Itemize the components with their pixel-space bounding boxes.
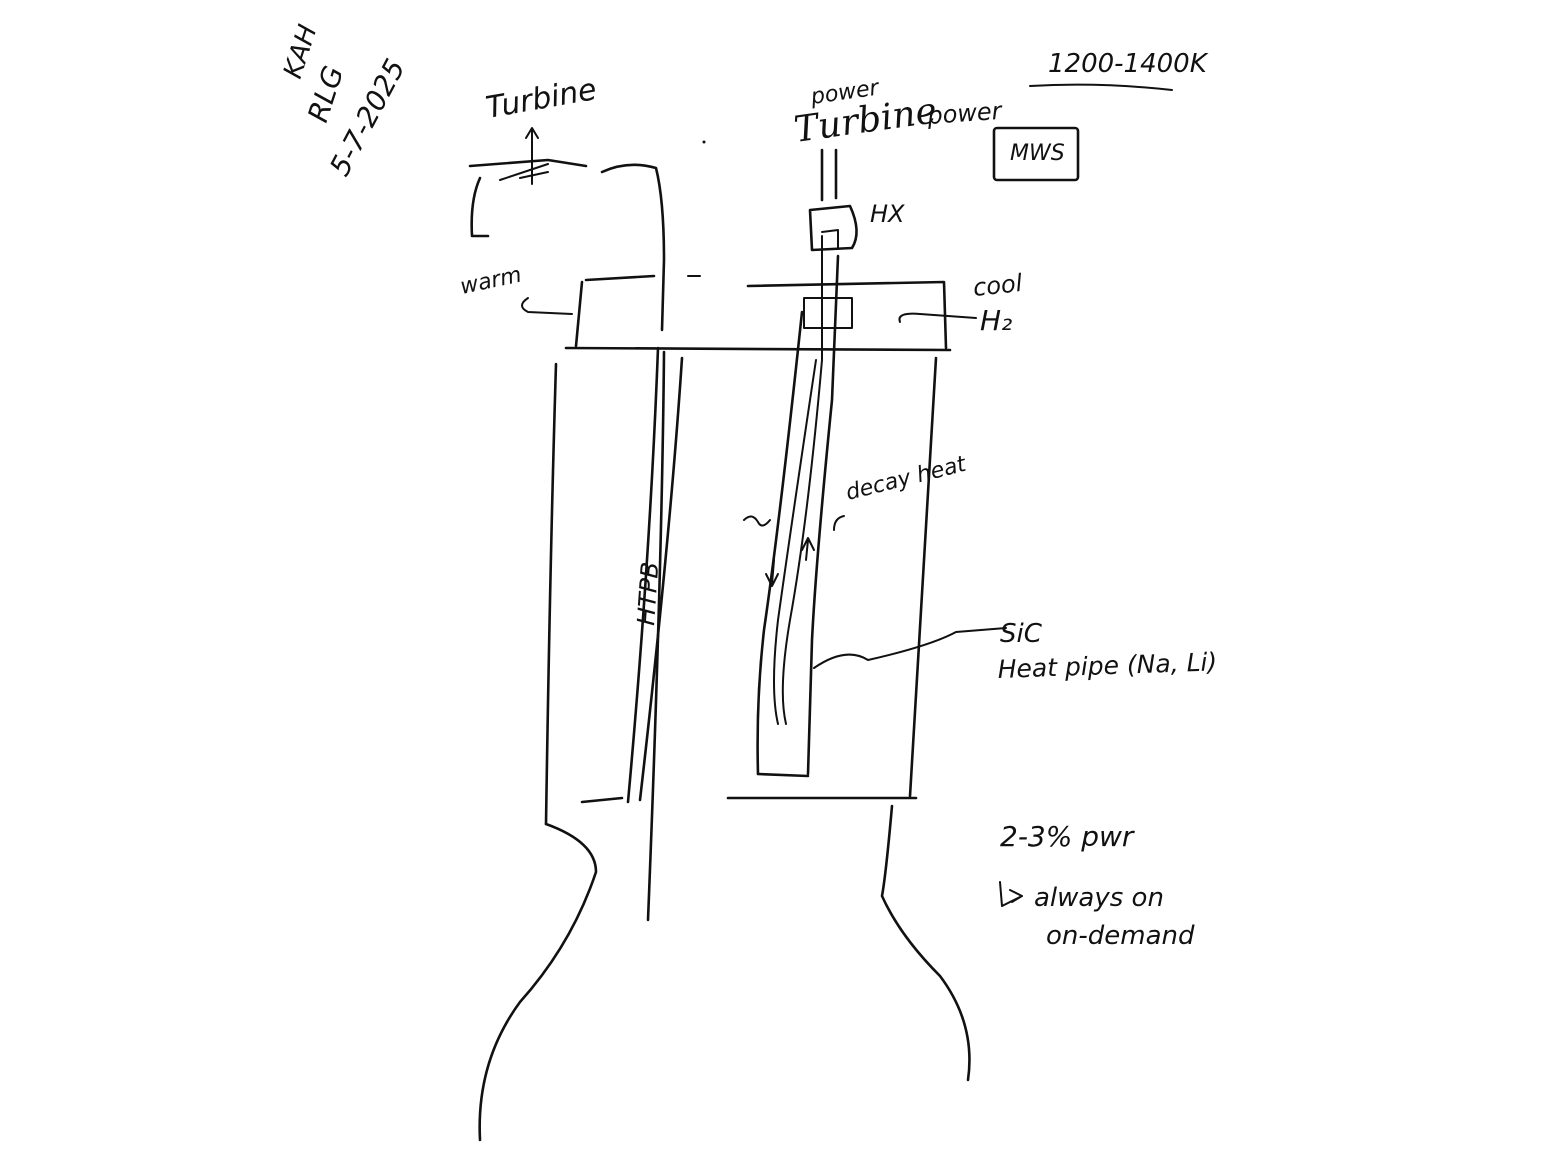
upper-plenum: warm cool H₂ xyxy=(458,263,1024,352)
htpb-inner-left xyxy=(646,350,666,922)
temperature-underline xyxy=(1029,83,1173,91)
cool-leader xyxy=(898,312,977,323)
plenum-top-right xyxy=(746,280,948,350)
plenum-fitting xyxy=(803,297,853,329)
right-turbine: power Turbine xyxy=(792,75,939,202)
return-duct xyxy=(584,163,701,332)
left-hook-mark xyxy=(743,515,771,527)
return-duct-outer xyxy=(600,163,666,332)
left-turbine: Turbine xyxy=(468,72,599,238)
left-turbine-body xyxy=(468,158,588,238)
temperature-label: 1200-1400K xyxy=(1048,49,1209,79)
on-demand-label: on-demand xyxy=(1046,921,1195,951)
plenum-left-wall xyxy=(574,280,584,348)
decay-heat-hook xyxy=(833,515,845,531)
mws-power-label: power xyxy=(925,97,1004,130)
heat-pipe-label-line2: Heat pipe (Na, Li) xyxy=(997,647,1217,684)
htpb-outer-left xyxy=(626,346,660,804)
hx-box xyxy=(808,204,858,252)
lower-vessel-right xyxy=(880,804,971,1082)
return-duct-top-lip xyxy=(584,274,656,282)
wick-inner-line xyxy=(773,359,817,725)
stray-dot xyxy=(702,140,706,144)
decay-heat-label: decay heat xyxy=(843,452,969,506)
lower-vessel-left xyxy=(478,822,598,1142)
htpb-channel: HTPB xyxy=(626,346,684,922)
upward-flow-arrow xyxy=(801,537,815,561)
always-on-label: always on xyxy=(1034,883,1164,913)
h2-label: H₂ xyxy=(980,304,1012,337)
sheet-header: KAH RLG 5-7-2025 1200-1400K xyxy=(278,21,1209,181)
heat-pipe-label-line1: SiC xyxy=(1000,619,1043,649)
heat-pipe-leader xyxy=(813,627,1007,669)
mws-unit: power MWS xyxy=(925,97,1080,182)
hx-label: HX xyxy=(870,200,905,228)
hx-inner xyxy=(821,229,839,249)
mws-label: MWS xyxy=(1010,141,1065,166)
heat-pipe-callout: SiC Heat pipe (Na, Li) xyxy=(813,619,1218,684)
cool-label: cool xyxy=(972,269,1024,302)
left-turbine-label: Turbine xyxy=(483,72,599,126)
core-vessel xyxy=(478,356,971,1142)
warm-label: warm xyxy=(458,263,524,300)
core-bottom-plate xyxy=(580,796,918,804)
heat-exchanger: HX xyxy=(808,200,905,252)
always-on-arrow xyxy=(999,881,1023,907)
sic-heat-pipe: decay heat xyxy=(743,235,970,778)
vessel-left-wall xyxy=(544,362,558,826)
heat-pipe-left-wall xyxy=(756,310,804,776)
downward-flow-arrow xyxy=(765,559,779,587)
vessel-right-wall xyxy=(908,356,938,798)
left-turbine-blade xyxy=(499,163,549,181)
power-notes: 2-3% pwr always on on-demand xyxy=(999,820,1195,951)
warm-leader xyxy=(521,297,573,315)
htpb-label: HTPB xyxy=(632,561,664,626)
power-fraction-label: 2-3% pwr xyxy=(1000,820,1135,853)
mws-box xyxy=(992,126,1080,182)
heat-pipe-right-wall xyxy=(806,254,840,776)
plenum-floor xyxy=(564,346,952,352)
turbine-shaft xyxy=(820,148,838,202)
wick-center-line xyxy=(781,235,823,725)
heat-pipe-bottom xyxy=(756,772,810,778)
htpb-inner-right xyxy=(638,356,684,802)
